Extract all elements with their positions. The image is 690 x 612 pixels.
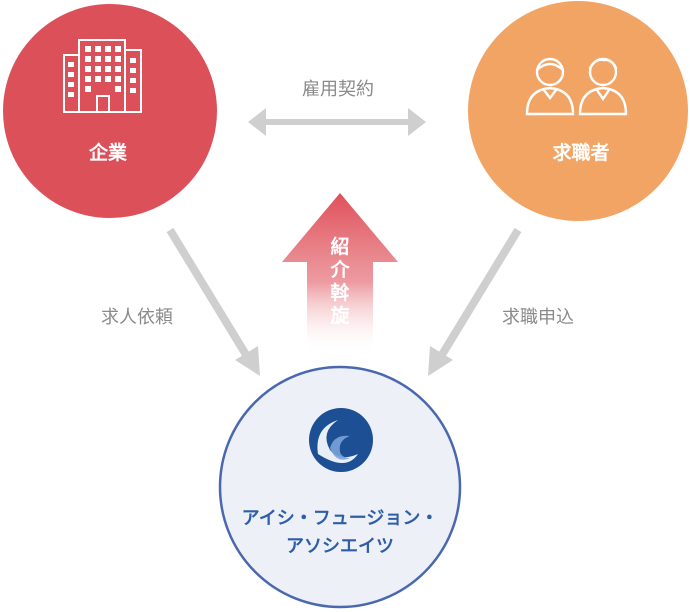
company-node: 企業 <box>3 4 217 218</box>
introduction-char-3: 斡 <box>330 281 349 304</box>
building-windows <box>68 46 136 97</box>
introduction-char-4: 旋 <box>329 304 350 327</box>
jobseeker-circle <box>468 1 688 221</box>
job-application-label: 求職申込 <box>502 307 574 328</box>
agency-circle <box>218 365 462 609</box>
job-application-arrow <box>428 227 522 376</box>
introduction-char-2: 介 <box>329 258 350 281</box>
employment-arrow <box>248 108 426 136</box>
job-request-label: 求人依頼 <box>101 307 173 328</box>
building-icon <box>63 39 142 113</box>
agency-name-line2: アソシエイツ <box>286 536 394 557</box>
people-icon <box>525 57 628 116</box>
introduction-char-1: 紹 <box>330 235 349 258</box>
company-label: 企業 <box>88 141 128 164</box>
jobseeker-node: 求職者 <box>468 1 688 221</box>
job-request-arrow <box>166 227 260 376</box>
agency-node: アイシ・フュージョン・ アソシエイツ <box>218 365 462 609</box>
introduction-arrow <box>282 193 398 355</box>
introduction-label: 紹 介 斡 旋 <box>329 235 350 327</box>
swirl-logo-icon <box>309 408 373 472</box>
jobseeker-label: 求職者 <box>552 141 609 164</box>
agency-name-line1: アイシ・フュージョン・ <box>242 508 439 529</box>
employment-label: 雇用契約 <box>302 79 374 100</box>
